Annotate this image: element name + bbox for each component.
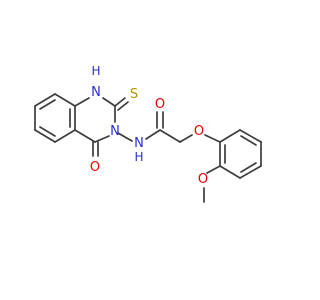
bond <box>204 134 221 143</box>
bond <box>102 97 116 107</box>
bond <box>74 97 90 107</box>
bond <box>54 129 76 143</box>
atom-label-ether-o: O <box>194 124 204 139</box>
atom-label-h: H <box>91 64 100 78</box>
atom-label-n3: N <box>110 124 120 139</box>
bond-inner <box>240 135 257 146</box>
atom-label-amide-n: N <box>134 136 144 151</box>
bond-inner <box>39 126 56 137</box>
bond <box>34 129 56 143</box>
atom-label-amide-o: O <box>155 97 165 112</box>
bond <box>219 129 241 143</box>
bond <box>34 93 56 107</box>
bond <box>239 129 262 143</box>
structure-canvas: H N S N O N H O O O <box>34 64 262 203</box>
bond <box>179 134 193 143</box>
bond-double <box>117 101 129 111</box>
bond <box>239 165 262 179</box>
atom-label-methoxy-o: O <box>198 172 208 187</box>
atom-label-n1: N <box>91 85 101 100</box>
bond <box>94 135 110 143</box>
bond <box>145 129 161 140</box>
bond-double <box>114 97 126 107</box>
atom-label-s: S <box>130 87 138 102</box>
atom-label-amide-h: H <box>134 150 143 164</box>
bond <box>74 129 96 143</box>
bond-inner <box>39 99 56 110</box>
bond-inner <box>240 162 257 173</box>
bond <box>159 129 181 143</box>
bond <box>54 93 76 107</box>
molecule-structure: H N S N O N H O O O <box>34 64 262 203</box>
atom-label-o4: O <box>90 160 100 175</box>
bond <box>117 132 133 142</box>
bond <box>206 165 221 174</box>
bond <box>219 165 241 179</box>
